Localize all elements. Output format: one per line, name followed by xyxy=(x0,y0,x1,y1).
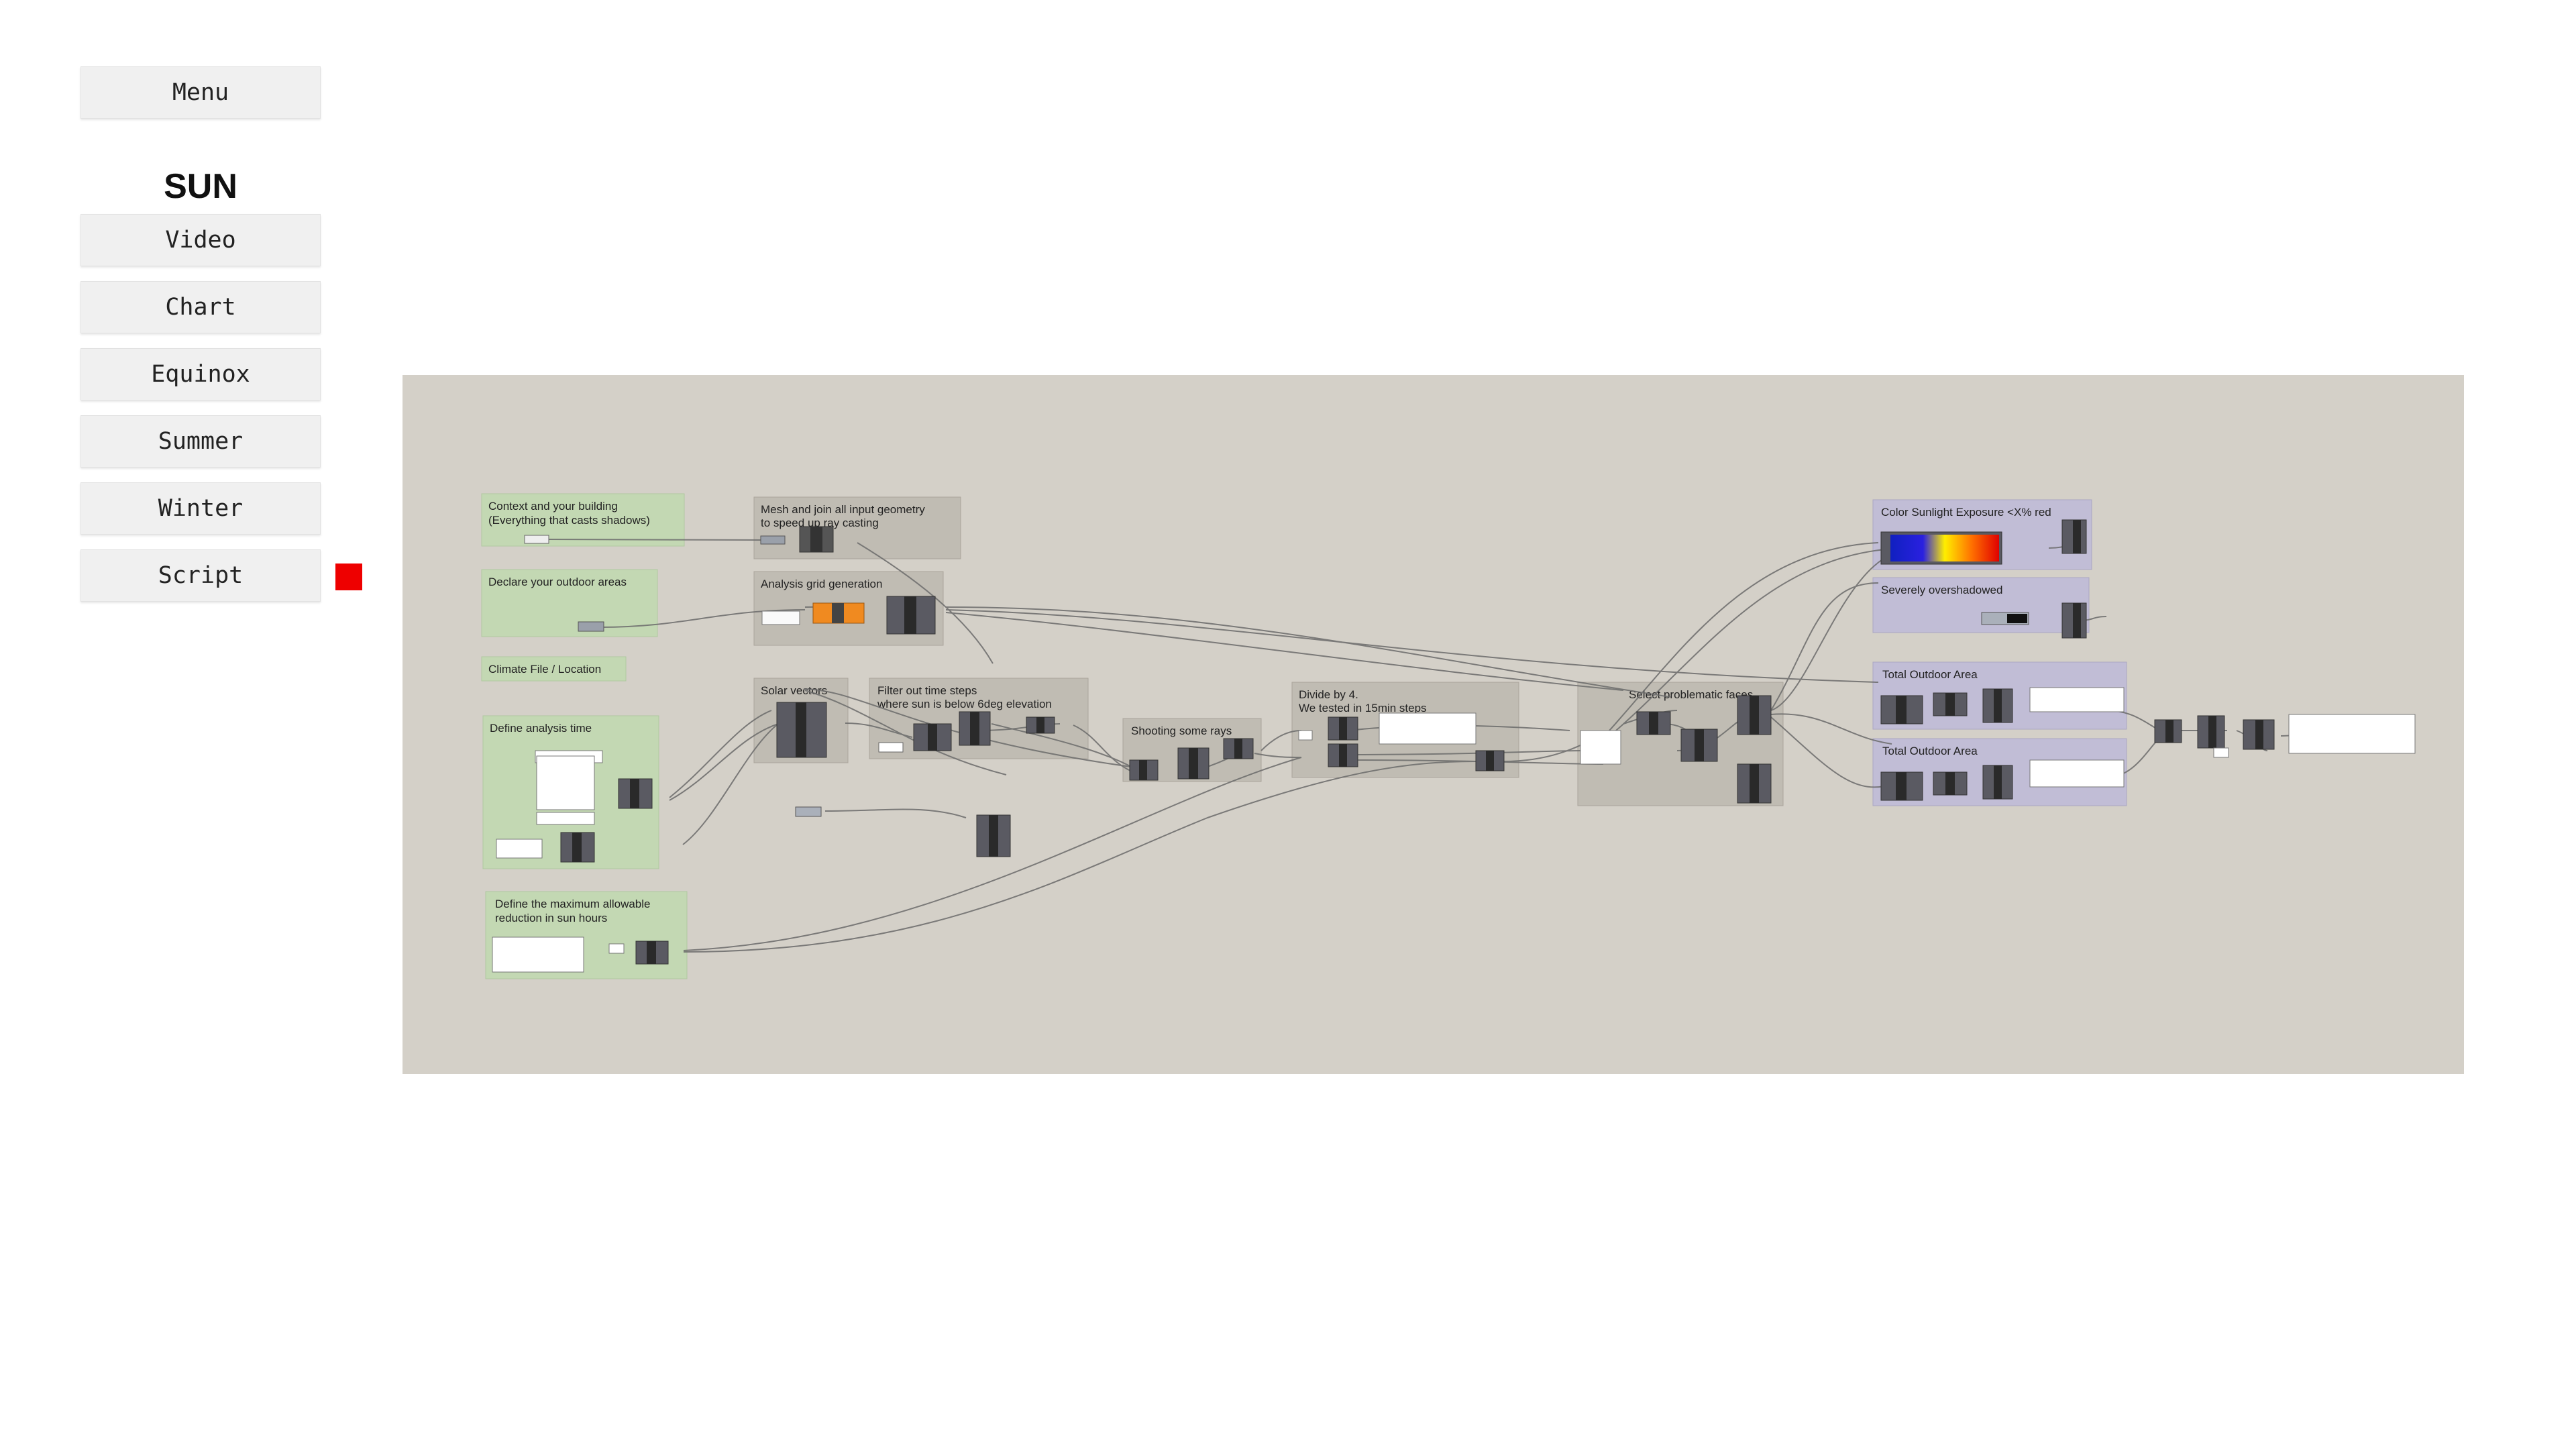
group-outdoor-areas[interactable]: Declare your outdoor areas xyxy=(481,569,658,637)
group-outdoor-label: Declare your outdoor areas xyxy=(488,576,627,588)
script-canvas[interactable]: Context and your building (Everything th… xyxy=(402,375,2464,1074)
group-context-label-2: (Everything that casts shadows) xyxy=(488,514,650,527)
active-indicator xyxy=(335,564,362,590)
group-severe[interactable]: Severely overshadowed xyxy=(1872,577,2090,633)
menu-button[interactable]: Menu xyxy=(80,66,321,119)
video-button[interactable]: Video xyxy=(80,214,321,266)
summer-button[interactable]: Summer xyxy=(80,415,321,468)
group-grid-label: Analysis grid generation xyxy=(761,578,882,590)
script-button[interactable]: Script xyxy=(80,549,321,602)
group-select-label: Select problematic faces xyxy=(1629,688,1753,701)
equinox-button[interactable]: Equinox xyxy=(80,348,321,400)
group-max-label-2: reduction in sun hours xyxy=(495,912,607,924)
group-context-label-1: Context and your building xyxy=(488,500,618,513)
group-mesh-label-2: to speed up ray casting xyxy=(761,517,879,529)
group-color-label: Color Sunlight Exposure <X% red xyxy=(1881,506,2051,519)
group-divide-label-1: Divide by 4. xyxy=(1299,688,1358,701)
group-rays-label: Shooting some rays xyxy=(1131,724,1232,737)
group-severe-label: Severely overshadowed xyxy=(1881,584,2002,596)
group-divide-label-2: We tested in 15min steps xyxy=(1299,702,1427,714)
group-climate[interactable]: Climate File / Location xyxy=(481,656,627,682)
node-graph: Context and your building (Everything th… xyxy=(481,493,2416,979)
group-context[interactable]: Context and your building (Everything th… xyxy=(481,493,685,547)
group-filter-label-2: where sun is below 6deg elevation xyxy=(877,698,1052,710)
group-area1-label: Total Outdoor Area xyxy=(1882,668,1978,681)
group-time-label: Define analysis time xyxy=(490,722,592,735)
group-climate-label: Climate File / Location xyxy=(488,663,601,676)
group-mesh[interactable]: Mesh and join all input geometry to spee… xyxy=(753,496,961,559)
group-area2-label: Total Outdoor Area xyxy=(1882,745,1978,757)
group-max-label-1: Define the maximum allowable xyxy=(495,898,651,910)
winter-button[interactable]: Winter xyxy=(80,482,321,535)
section-title: SUN xyxy=(164,167,237,206)
chart-button[interactable]: Chart xyxy=(80,281,321,333)
group-vectors-label: Solar vectors xyxy=(761,684,827,697)
group-filter-label-1: Filter out time steps xyxy=(877,684,977,697)
group-mesh-label-1: Mesh and join all input geometry xyxy=(761,503,925,516)
components xyxy=(492,519,2416,973)
